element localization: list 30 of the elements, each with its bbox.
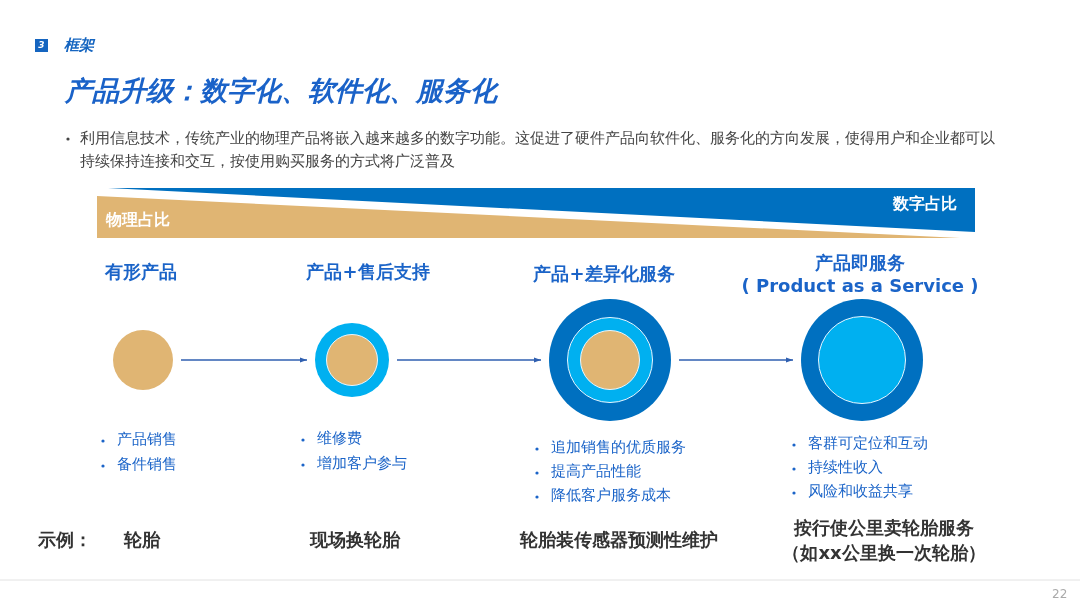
example-text: 轮胎 <box>124 528 160 552</box>
page-number: 22 <box>1052 587 1068 601</box>
arrow <box>678 357 794 363</box>
bullet-item: 追加销售的优质服务 <box>551 438 686 457</box>
bullet-item: 持续性收入 <box>808 458 883 477</box>
arrow <box>180 357 308 363</box>
arrow <box>396 357 542 363</box>
band-label: 数字占比 <box>893 194 957 215</box>
stage-heading: 产品+售后支持 <box>306 260 430 284</box>
stage-subheading: ( Product as a Service ) <box>741 275 979 296</box>
bullet-item: 降低客户服务成本 <box>551 486 671 505</box>
stage-heading: 产品即服务 <box>815 251 905 275</box>
slide-title: 产品升级：数字化、软件化、服务化 <box>65 74 497 108</box>
example-text: 现场换轮胎 <box>310 528 400 552</box>
example-label: 示例： <box>38 528 92 552</box>
section-label: 框架 <box>64 36 94 55</box>
stage-heading: 有形产品 <box>105 260 177 284</box>
bullet-item: 提高产品性能 <box>551 462 641 481</box>
band-label: 物理占比 <box>106 210 170 231</box>
bullet-item: 备件销售 <box>117 455 177 474</box>
intro-paragraph: 利用信息技术，传统产业的物理产品将嵌入越来越多的数字功能。这促进了硬件产品向软件化、服务化的方向发展，使得用户和企业都可以持续保持连接和交互，按使用购买服务的方式将广泛普及 <box>80 128 996 172</box>
example-text: （如xx公里换一次轮胎） <box>782 541 986 565</box>
bullet-item: 风险和收益共享 <box>808 482 913 501</box>
example-text: 按行使公里卖轮胎服务 <box>794 516 974 540</box>
bullet-item: 产品销售 <box>117 430 177 449</box>
example-text: 轮胎装传感器预测性维护 <box>520 528 718 552</box>
bullet-item: 客群可定位和互动 <box>808 434 928 453</box>
stage-heading: 产品+差异化服务 <box>533 262 675 286</box>
section-number-badge: 3 <box>35 39 48 52</box>
bullet-item: 维修费 <box>317 429 362 448</box>
